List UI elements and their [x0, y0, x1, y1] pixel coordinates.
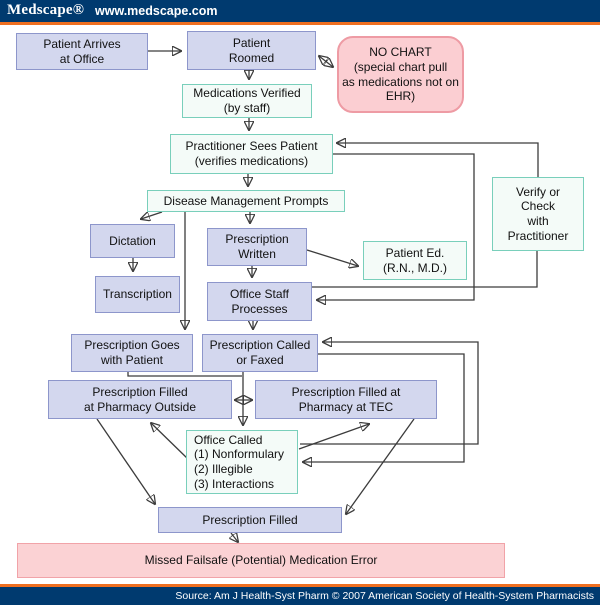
footer-orange-rule [0, 584, 600, 587]
edge-outside-rxfilled [96, 418, 155, 504]
edge-rxfilled-missedfailsafe [231, 533, 238, 542]
node-disease-management-prompts: Disease Management Prompts [147, 190, 345, 212]
node-prescription-called-or-faxed: Prescription Called or Faxed [202, 334, 318, 372]
node-patient-ed: Patient Ed. (R.N., M.D.) [363, 241, 467, 280]
node-prescription-filled-tec: Prescription Filled at Pharmacy at TEC [255, 380, 437, 419]
node-medications-verified: Medications Verified (by staff) [182, 84, 312, 118]
node-patient-roomed: Patient Roomed [187, 31, 316, 70]
node-prescription-filled: Prescription Filled [158, 507, 342, 533]
source-credit: Source: Am J Health-Syst Pharm © 2007 Am… [175, 590, 594, 602]
node-missed-failsafe: Missed Failsafe (Potential) Medication E… [17, 543, 505, 578]
node-transcription: Transcription [95, 276, 180, 313]
node-office-called: Office Called (1) Nonformulary (2) Illeg… [186, 430, 298, 494]
footer-bar [0, 587, 600, 605]
node-practitioner-sees-patient: Practitioner Sees Patient (verifies medi… [170, 134, 333, 174]
node-dictation: Dictation [90, 224, 175, 258]
node-verify-or-check: Verify or Check with Practitioner [492, 177, 584, 251]
header-orange-rule [0, 22, 600, 25]
node-prescription-filled-outside: Prescription Filled at Pharmacy Outside [48, 380, 232, 419]
node-prescription-goes-with-patient: Prescription Goes with Patient [71, 334, 193, 372]
edge-officecalled-tec [298, 424, 369, 450]
edge-roomed-nochart [319, 56, 333, 67]
edge-officecalled-outside [151, 423, 190, 461]
node-no-chart: NO CHART (special chart pull as medicati… [337, 36, 464, 113]
header-url: www.medscape.com [95, 4, 218, 18]
edge-verify-practitioner [337, 143, 539, 177]
edge-tec-rxfilled [346, 418, 415, 514]
node-office-staff-processes: Office Staff Processes [207, 282, 312, 321]
node-prescription-written: Prescription Written [207, 228, 307, 266]
header-bar: Medscape® www.medscape.com [0, 0, 600, 22]
edge-rxgoes-connector [127, 372, 242, 377]
node-patient-arrives: Patient Arrives at Office [16, 33, 148, 70]
edge-dmp-dictation [141, 211, 163, 219]
medscape-logo: Medscape® [7, 2, 85, 18]
edge-rxwritten-patiented [306, 249, 358, 266]
